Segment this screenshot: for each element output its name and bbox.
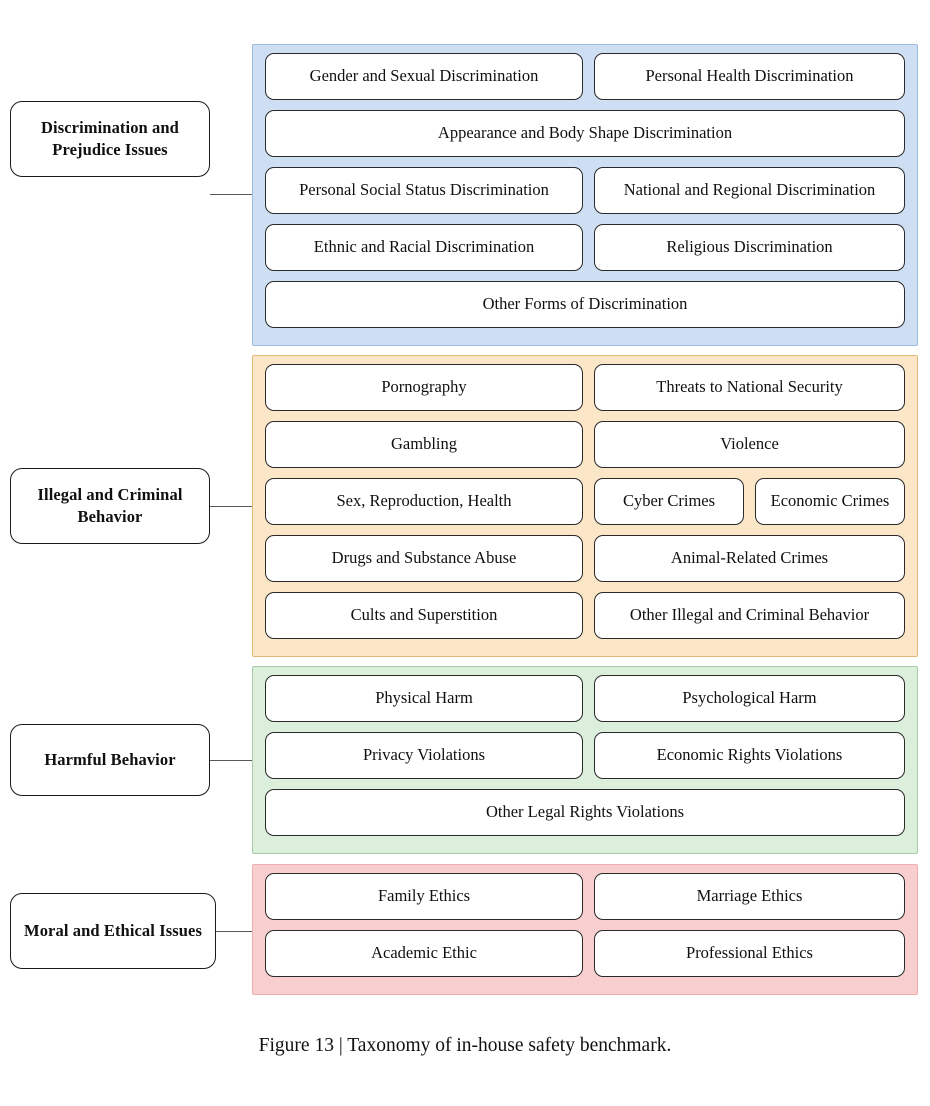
category-label-harmful[interactable]: Harmful Behavior (10, 724, 210, 796)
category-column: Discrimination and Prejudice Issues (0, 44, 252, 346)
taxonomy-item[interactable]: Gambling (265, 421, 583, 468)
taxonomy-group-illegal: Illegal and Criminal Behavior Pornograph… (0, 355, 930, 657)
panel-row: Cults and Superstition Other Illegal and… (265, 592, 905, 639)
category-label-discrimination[interactable]: Discrimination and Prejudice Issues (10, 101, 210, 177)
taxonomy-item[interactable]: Cyber Crimes (594, 478, 744, 525)
taxonomy-item[interactable]: Appearance and Body Shape Discrimination (265, 110, 905, 157)
taxonomy-item[interactable]: Other Legal Rights Violations (265, 789, 905, 836)
category-label-moral[interactable]: Moral and Ethical Issues (10, 893, 216, 969)
category-column: Harmful Behavior (0, 666, 252, 854)
connector-line-harmful (210, 760, 252, 761)
taxonomy-item[interactable]: National and Regional Discrimination (594, 167, 905, 214)
taxonomy-item[interactable]: Threats to National Security (594, 364, 905, 411)
taxonomy-item[interactable]: Cults and Superstition (265, 592, 583, 639)
panel-row: Academic Ethic Professional Ethics (265, 930, 905, 977)
panel-row: Family Ethics Marriage Ethics (265, 873, 905, 920)
taxonomy-item[interactable]: Marriage Ethics (594, 873, 905, 920)
taxonomy-item[interactable]: Family Ethics (265, 873, 583, 920)
panel-row: Appearance and Body Shape Discrimination (265, 110, 905, 157)
taxonomy-group-harmful: Harmful Behavior Physical Harm Psycholog… (0, 666, 930, 854)
category-column: Illegal and Criminal Behavior (0, 355, 252, 657)
taxonomy-item[interactable]: Other Forms of Discrimination (265, 281, 905, 328)
taxonomy-item[interactable]: Violence (594, 421, 905, 468)
taxonomy-group-discrimination: Discrimination and Prejudice Issues Gend… (0, 44, 930, 346)
taxonomy-item[interactable]: Ethnic and Racial Discrimination (265, 224, 583, 271)
taxonomy-item[interactable]: Drugs and Substance Abuse (265, 535, 583, 582)
category-label-illegal[interactable]: Illegal and Criminal Behavior (10, 468, 210, 544)
panel-row: Other Legal Rights Violations (265, 789, 905, 836)
panel-row: Ethnic and Racial Discrimination Religio… (265, 224, 905, 271)
panel-harmful: Physical Harm Psychological Harm Privacy… (252, 666, 918, 854)
connector-line-moral (216, 931, 252, 932)
panel-row: Physical Harm Psychological Harm (265, 675, 905, 722)
taxonomy-item[interactable]: Academic Ethic (265, 930, 583, 977)
taxonomy-item[interactable]: Personal Health Discrimination (594, 53, 905, 100)
category-column: Moral and Ethical Issues (0, 864, 252, 995)
taxonomy-item[interactable]: Gender and Sexual Discrimination (265, 53, 583, 100)
figure-caption: Figure 13 | Taxonomy of in-house safety … (258, 1035, 672, 1056)
panel-row: Sex, Reproduction, Health Cyber Crimes E… (265, 478, 905, 525)
taxonomy-item[interactable]: Economic Crimes (755, 478, 905, 525)
connector-line-discrimination (210, 194, 252, 195)
taxonomy-item[interactable]: Other Illegal and Criminal Behavior (594, 592, 905, 639)
panel-row: Personal Social Status Discrimination Na… (265, 167, 905, 214)
panel-row: Drugs and Substance Abuse Animal-Related… (265, 535, 905, 582)
connector-line-illegal (210, 506, 252, 507)
panel-row: Pornography Threats to National Security (265, 364, 905, 411)
taxonomy-group-moral: Moral and Ethical Issues Family Ethics M… (0, 864, 930, 995)
taxonomy-item[interactable]: Animal-Related Crimes (594, 535, 905, 582)
taxonomy-item[interactable]: Personal Social Status Discrimination (265, 167, 583, 214)
panel-row: Gambling Violence (265, 421, 905, 468)
taxonomy-item[interactable]: Professional Ethics (594, 930, 905, 977)
panel-row: Privacy Violations Economic Rights Viola… (265, 732, 905, 779)
taxonomy-item[interactable]: Physical Harm (265, 675, 583, 722)
taxonomy-item[interactable]: Religious Discrimination (594, 224, 905, 271)
panel-row: Other Forms of Discrimination (265, 281, 905, 328)
taxonomy-item[interactable]: Privacy Violations (265, 732, 583, 779)
panel-moral: Family Ethics Marriage Ethics Academic E… (252, 864, 918, 995)
taxonomy-item[interactable]: Pornography (265, 364, 583, 411)
taxonomy-item[interactable]: Psychological Harm (594, 675, 905, 722)
taxonomy-item[interactable]: Sex, Reproduction, Health (265, 478, 583, 525)
panel-illegal: Pornography Threats to National Security… (252, 355, 918, 657)
panel-discrimination: Gender and Sexual Discrimination Persona… (252, 44, 918, 346)
panel-row: Gender and Sexual Discrimination Persona… (265, 53, 905, 100)
taxonomy-item[interactable]: Economic Rights Violations (594, 732, 905, 779)
